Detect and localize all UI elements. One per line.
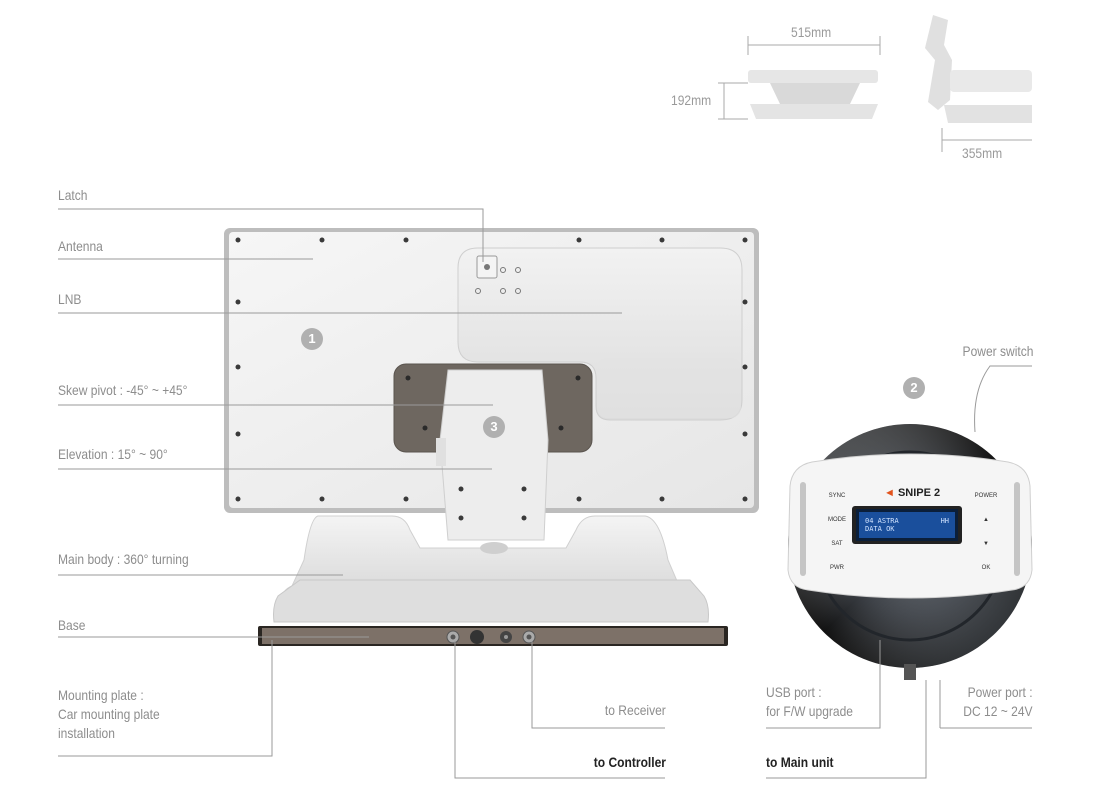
label-lnb: LNB: [58, 291, 82, 307]
button-power[interactable]: POWER: [974, 493, 998, 499]
label-to-main-unit: to Main unit: [766, 754, 834, 770]
label-base: Base: [58, 617, 86, 633]
button-sync[interactable]: SYNC: [828, 493, 846, 499]
dimension-drawing-side: [925, 15, 1032, 152]
label-skew-pivot: Skew pivot : -45° ~ +45°: [58, 382, 188, 398]
button-down[interactable]: ▼: [983, 541, 989, 547]
lcd-line2: DATA OK: [865, 525, 895, 533]
lcd-line1-left: 04 ASTRA: [865, 517, 899, 525]
controller-right-buttons: POWER ▲ ▼ OK: [974, 484, 998, 580]
controller-lcd: 04 ASTRA HH DATA OK: [856, 509, 958, 541]
dimension-width: 515mm: [791, 24, 832, 40]
brand-name: SNIPE 2: [897, 487, 941, 499]
leader-lines: [58, 208, 1032, 779]
lcd-line1-right: HH: [940, 517, 949, 525]
label-power-port: Power port : DC 12 ~ 24V: [963, 684, 1033, 719]
button-up[interactable]: ▲: [983, 517, 989, 523]
label-latch: Latch: [58, 187, 88, 203]
button-pwr[interactable]: PWR: [830, 565, 844, 571]
label-to-controller: to Controller: [593, 754, 666, 770]
label-elevation: Elevation : 15° ~ 90°: [58, 446, 168, 462]
controller-left-buttons: SYNC MODE SAT PWR: [828, 484, 846, 580]
badge-pivot: 3: [483, 416, 505, 438]
lnb-housing: [457, 247, 743, 421]
dimension-height: 192mm: [671, 92, 712, 108]
controller-unit: [787, 424, 1033, 680]
button-ok[interactable]: OK: [981, 565, 991, 571]
label-main-body: Main body : 360° turning: [58, 551, 189, 567]
label-power-switch: Power switch: [962, 343, 1033, 359]
brand-logo-icon: ◄: [884, 487, 895, 499]
label-usb-port: USB port : for F/W upgrade: [766, 684, 853, 719]
button-mode[interactable]: MODE: [828, 517, 846, 523]
label-mounting-plate: Mounting plate : Car mounting plate inst…: [58, 687, 160, 741]
label-antenna: Antenna: [58, 238, 103, 254]
main-body: [273, 515, 709, 623]
base-plate: [258, 626, 728, 646]
dimension-drawing-front: [718, 36, 881, 120]
elevation-arm: [436, 369, 549, 541]
button-sat[interactable]: SAT: [831, 541, 843, 547]
dimension-depth: 355mm: [962, 145, 1003, 161]
badge-antenna: 1: [301, 328, 323, 350]
controller-brand: ◄ SNIPE 2: [884, 487, 940, 499]
badge-controller: 2: [903, 377, 925, 399]
label-to-receiver: to Receiver: [605, 702, 666, 718]
